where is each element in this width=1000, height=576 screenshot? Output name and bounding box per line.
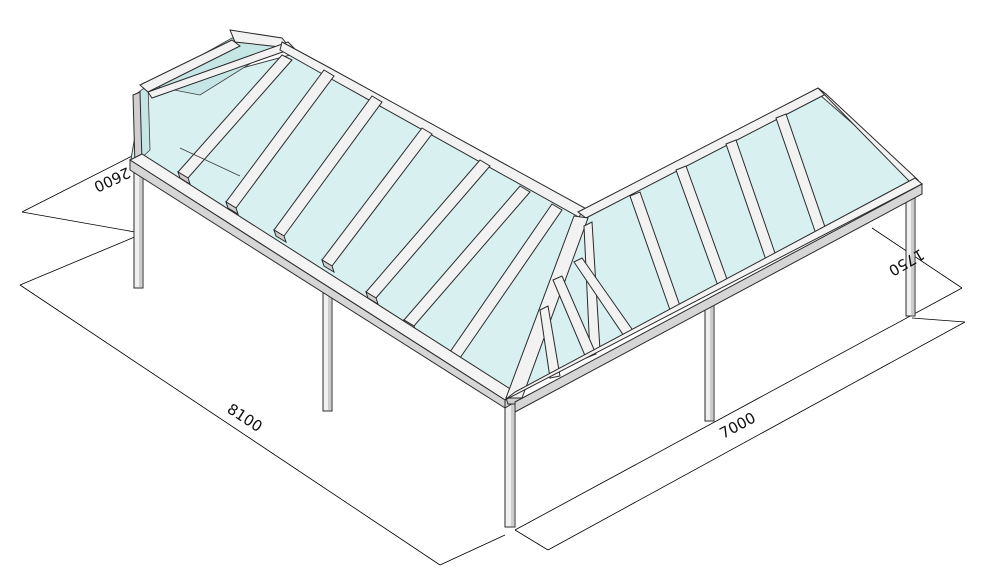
post-front-corner [504, 401, 516, 528]
post-left-mid [322, 284, 333, 412]
rafters-left [177, 54, 563, 366]
post-right-mid [704, 302, 715, 422]
rafter-right-8 [552, 275, 597, 359]
eave-beam-right [504, 177, 923, 413]
dimension-lines [19, 154, 966, 566]
dim-line-depth-right [871, 227, 963, 289]
posts [133, 171, 916, 528]
rafters-right [539, 113, 827, 379]
rafter-right-7 [539, 305, 561, 379]
dim-line-width-right [514, 287, 963, 531]
dim-label-depth-left: 2600 [91, 163, 133, 195]
dim-label-width-left: 8100 [224, 400, 266, 436]
post-left-back [133, 171, 144, 289]
dim-line-width-left [19, 284, 441, 566]
dim-label-width-right: 7000 [717, 409, 759, 443]
dim-line-depth-left [21, 154, 135, 213]
